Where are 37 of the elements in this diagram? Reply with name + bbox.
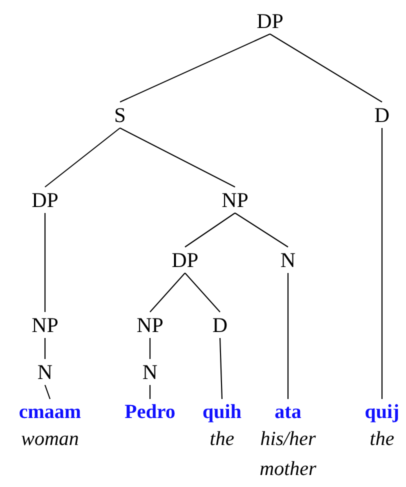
tree-branch [234, 212, 288, 248]
tree-branch [381, 128, 383, 399]
word-label: cmaam [18, 400, 82, 424]
word-label: quih [202, 400, 242, 424]
gloss-label: his/her mother [258, 427, 318, 482]
category-label: S [114, 103, 126, 127]
word-label: ata [274, 400, 302, 424]
category-label: NP [32, 313, 58, 337]
category-label: DP [256, 9, 284, 33]
category-label: DP [172, 248, 198, 272]
gloss-label: the [368, 427, 396, 452]
gloss-label: woman [20, 427, 80, 452]
category-label: D [212, 313, 228, 337]
tree-branch [270, 34, 382, 102]
category-label: N [37, 360, 53, 384]
tree-branch [150, 272, 186, 312]
gloss-label: the [208, 427, 236, 452]
tree-branch [120, 128, 236, 188]
category-label: D [374, 103, 390, 127]
tree-branch [149, 385, 151, 399]
word-label: quij [364, 400, 400, 424]
tree-branch [149, 338, 151, 359]
tree-branch [287, 273, 289, 399]
category-label: NP [136, 313, 164, 337]
category-label: NP [222, 188, 248, 212]
word-label: Pedro [124, 400, 176, 424]
tree-branch [44, 384, 51, 400]
tree-branch [184, 272, 220, 312]
tree-branch [184, 212, 236, 248]
category-label: N [280, 248, 296, 272]
category-label: N [142, 360, 158, 384]
tree-branch [44, 213, 46, 312]
tree-branch [44, 128, 120, 188]
tree-branch [120, 34, 270, 102]
tree-branch [219, 338, 223, 400]
tree-branch [44, 338, 46, 359]
category-label: DP [32, 188, 58, 212]
